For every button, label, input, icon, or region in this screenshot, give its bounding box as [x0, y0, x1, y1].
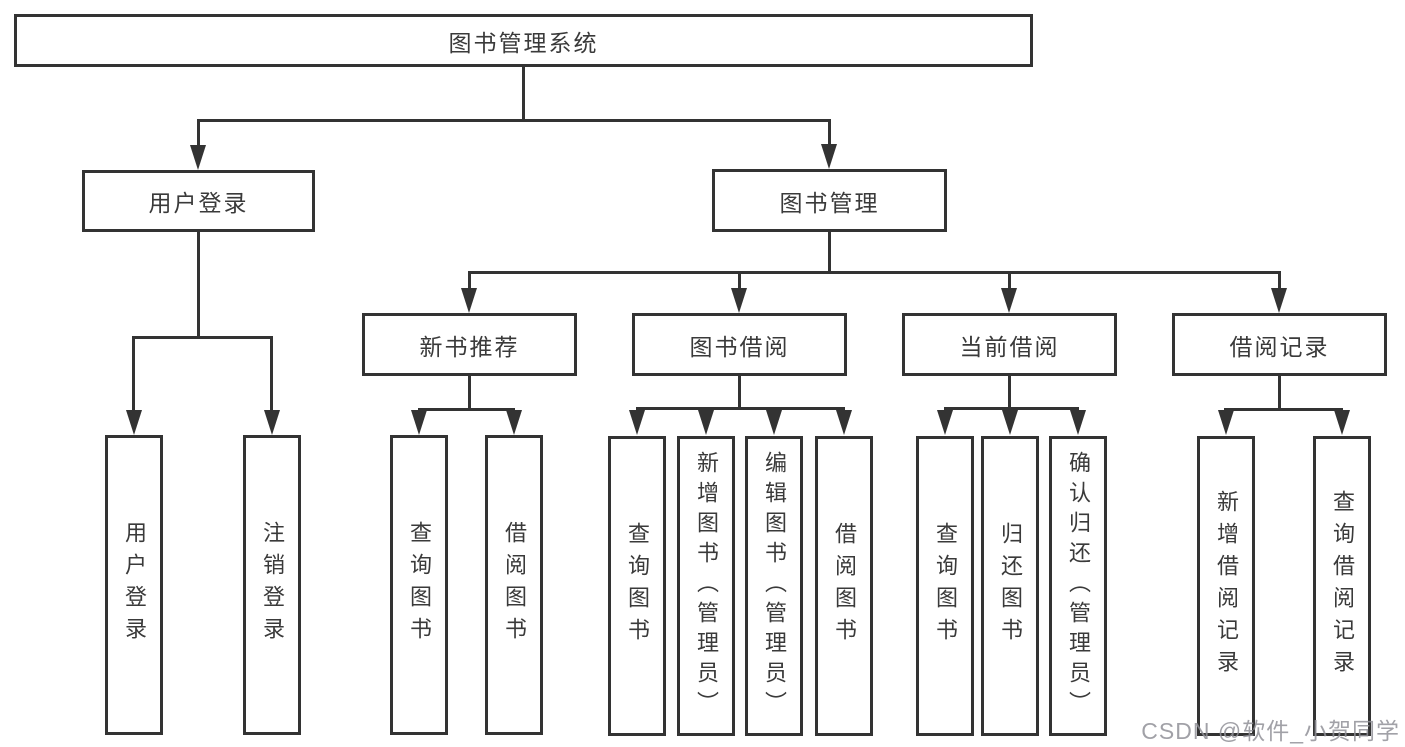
arrow-down-icon: [264, 410, 280, 435]
arrow-down-icon: [937, 410, 953, 435]
node-current-borrowing: 当前借阅: [902, 313, 1117, 376]
node-book-management-label: 图书管理: [779, 189, 880, 216]
connector-cb-bar: [944, 407, 1079, 410]
connector-drop: [197, 119, 200, 148]
connector-drop: [738, 271, 741, 289]
node-borrowing-records: 借阅记录: [1172, 313, 1387, 376]
arrow-down-icon: [1002, 410, 1018, 435]
connector-drop: [1278, 271, 1281, 289]
connector-drop: [828, 119, 831, 148]
leaf-user-login-label: 用户登录: [122, 521, 147, 649]
leaf-cb-confirm-return-admin-label: 确认归还（管理员）: [1066, 451, 1091, 721]
node-new-book-recommend: 新书推荐: [362, 313, 577, 376]
leaf-bb-edit-books-admin: 编辑图书（管理员）: [745, 436, 803, 736]
node-root-label: 图书管理系统: [448, 29, 599, 56]
leaf-cb-return-books-label: 归还图书: [998, 522, 1023, 650]
connector-root-bar: [197, 119, 831, 122]
arrow-down-icon: [506, 410, 522, 435]
node-current-borrowing-label: 当前借阅: [959, 333, 1060, 360]
leaf-logout: 注销登录: [243, 435, 301, 735]
node-root: 图书管理系统: [14, 14, 1033, 67]
connector-cb-stem: [1008, 376, 1011, 407]
arrow-down-icon: [1218, 410, 1234, 435]
leaf-cb-query-books-label: 查询图书: [933, 522, 958, 650]
leaf-bb-borrow-books-label: 借阅图书: [832, 522, 857, 650]
arrow-down-icon: [1271, 288, 1287, 313]
connector-drop: [468, 271, 471, 289]
arrow-down-icon: [629, 410, 645, 435]
arrow-down-icon: [821, 144, 837, 169]
arrow-down-icon: [461, 288, 477, 313]
connector-drop: [1008, 271, 1011, 289]
leaf-bb-query-books-label: 查询图书: [625, 522, 650, 650]
node-book-borrowing-label: 图书借阅: [689, 333, 790, 360]
connector-bb-bar: [636, 407, 845, 410]
arrow-down-icon: [411, 410, 427, 435]
leaf-nbr-query-books: 查询图书: [390, 435, 448, 735]
leaf-logout-label: 注销登录: [260, 521, 285, 649]
leaf-bb-query-books: 查询图书: [608, 436, 666, 736]
leaf-bb-borrow-books: 借阅图书: [815, 436, 873, 736]
node-borrowing-records-label: 借阅记录: [1229, 333, 1330, 360]
arrow-down-icon: [126, 410, 142, 435]
leaf-bb-add-books-admin: 新增图书（管理员）: [677, 436, 735, 736]
leaf-br-add-record-label: 新增借阅记录: [1214, 490, 1239, 682]
arrow-down-icon: [766, 410, 782, 435]
leaf-cb-query-books: 查询图书: [916, 436, 974, 736]
connector-nbr-bar: [418, 408, 515, 411]
arrow-down-icon: [731, 288, 747, 313]
node-book-borrowing: 图书借阅: [632, 313, 847, 376]
arrow-down-icon: [1070, 410, 1086, 435]
connector-drop: [270, 336, 273, 411]
leaf-cb-confirm-return-admin: 确认归还（管理员）: [1049, 436, 1107, 736]
leaf-br-add-record: 新增借阅记录: [1197, 436, 1255, 736]
leaf-bb-edit-books-admin-label: 编辑图书（管理员）: [762, 451, 787, 721]
node-book-management: 图书管理: [712, 169, 947, 232]
node-new-book-recommend-label: 新书推荐: [419, 333, 520, 360]
connector-root-stem: [522, 67, 525, 119]
connector-book-mgmt-bar: [468, 271, 1281, 274]
node-user-login-label: 用户登录: [148, 190, 249, 216]
leaf-cb-return-books: 归还图书: [981, 436, 1039, 736]
connector-user-login-bar: [133, 336, 273, 339]
leaf-nbr-query-books-label: 查询图书: [407, 521, 432, 649]
leaf-nbr-borrow-books: 借阅图书: [485, 435, 543, 735]
watermark: CSDN @软件_小贺同学: [1141, 718, 1400, 744]
connector-bb-stem: [738, 376, 741, 407]
leaf-bb-add-books-admin-label: 新增图书（管理员）: [694, 451, 719, 721]
arrow-down-icon: [836, 410, 852, 435]
connector-drop: [132, 336, 135, 411]
leaf-br-query-record: 查询借阅记录: [1313, 436, 1371, 736]
node-user-login: 用户登录: [82, 170, 315, 232]
leaf-nbr-borrow-books-label: 借阅图书: [502, 521, 527, 649]
connector-book-mgmt-stem: [828, 232, 831, 271]
arrow-down-icon: [1334, 410, 1350, 435]
connector-nbr-stem: [468, 376, 471, 408]
arrow-down-icon: [190, 145, 206, 170]
connector-br-stem: [1278, 376, 1281, 408]
arrow-down-icon: [1001, 288, 1017, 313]
leaf-br-query-record-label: 查询借阅记录: [1330, 490, 1355, 682]
connector-user-login-stem: [197, 232, 200, 336]
leaf-user-login: 用户登录: [105, 435, 163, 735]
connector-br-bar: [1224, 408, 1343, 411]
arrow-down-icon: [698, 410, 714, 435]
